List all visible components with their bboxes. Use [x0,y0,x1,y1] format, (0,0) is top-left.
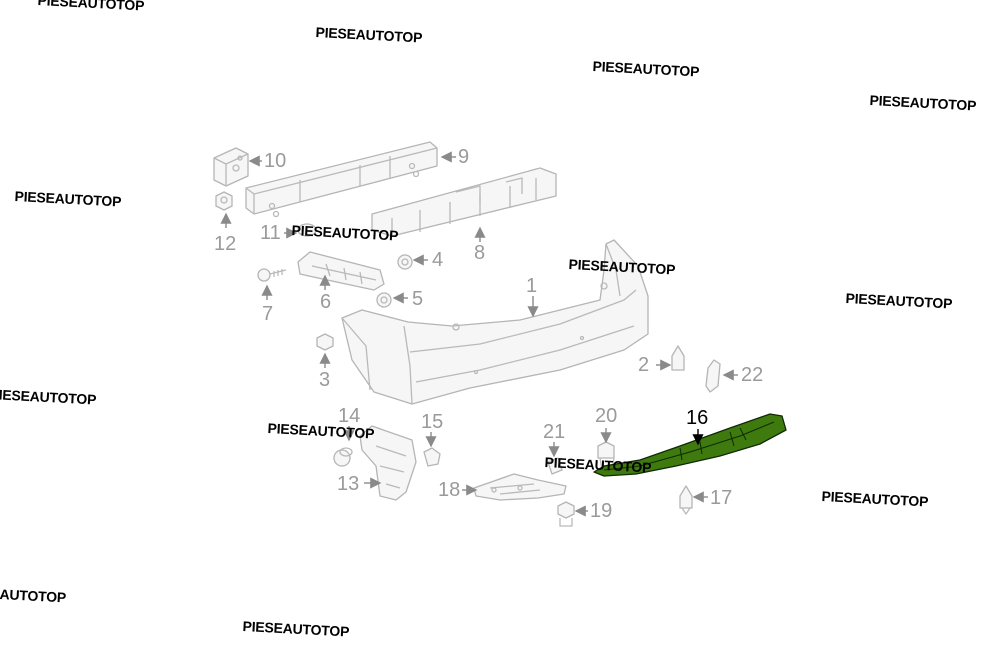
callout-12: 12 [214,233,237,255]
part-19-bolt [557,501,575,527]
callout-2: 2 [638,354,650,376]
callout-15: 15 [421,411,444,433]
callout-21: 21 [543,421,566,443]
part-17-clip [679,485,693,515]
part-9-bumper-reinforcement [245,141,438,218]
part-5-clip [376,292,392,308]
callout-4: 4 [432,249,444,271]
part-16-highlighted-reinforcement [593,413,787,477]
part-7-screw [257,268,287,282]
part-21-clip [547,457,563,475]
callout-9: 9 [458,146,470,168]
part-3-bolt [316,333,334,351]
part-10-bracket [213,147,249,187]
part-2-clip [671,345,685,371]
part-8-energy-absorber [371,167,557,237]
part-6-side-bracket [297,251,385,291]
callout-3: 3 [319,369,331,391]
callout-20: 20 [595,405,618,427]
part-4-clip [397,254,413,270]
callout-18: 18 [438,479,461,501]
callout-5: 5 [412,288,424,310]
callout-17: 17 [710,487,733,509]
part-13-side-retainer [359,425,417,501]
part-12-bolt [215,191,233,211]
part-18-lower-bracket [473,473,567,501]
callout-10: 10 [264,150,287,172]
part-1-bumper-cover [341,239,649,405]
part-14-clip [333,447,353,467]
callout-1: 1 [526,275,538,297]
callout-19: 19 [590,500,613,522]
callout-8: 8 [474,242,486,264]
callout-22: 22 [741,364,764,386]
part-15-clip [423,447,441,467]
callout-6: 6 [320,291,332,313]
part-11-clip [297,223,317,237]
callout-11: 11 [260,222,281,244]
callout-16: 16 [686,407,709,429]
callout-13: 13 [337,473,360,495]
watermark: AUTOTOP [0,586,67,606]
callout-14: 14 [338,405,361,427]
callout-7: 7 [262,303,274,325]
part-22-bracket [705,359,721,393]
